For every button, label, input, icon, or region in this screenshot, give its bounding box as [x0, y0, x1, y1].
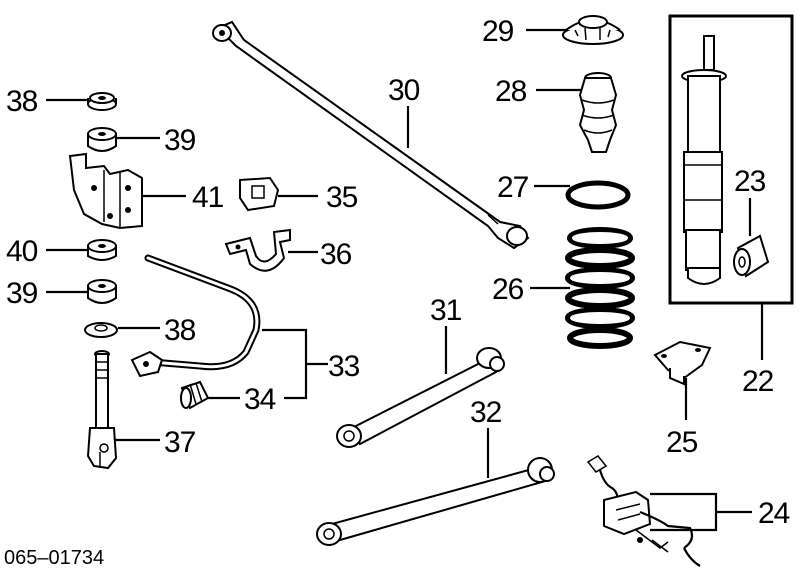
part-22-shock-absorber: [681, 35, 727, 285]
part-39-bushing-top: [87, 127, 117, 152]
callout-38-lower: 38: [164, 314, 196, 347]
part-41-bracket: [68, 152, 143, 230]
part-38-washer-lower: [84, 322, 118, 338]
part-35-bushing: [239, 176, 280, 212]
callout-38-top: 38: [6, 85, 38, 118]
part-36-bracket: [224, 228, 291, 272]
callout-35: 35: [326, 181, 358, 214]
callout-27: 27: [497, 171, 529, 204]
callout-labels: 29 28 27 26 30 23 22 25 24 31 32 33 34 3…: [6, 15, 791, 530]
part-39-bushing-lower: [87, 279, 117, 304]
part-23-bushing: [733, 234, 770, 278]
part-38-nut-top: [87, 92, 117, 111]
part-30-control-rod: [212, 20, 530, 250]
callout-40: 40: [6, 235, 38, 268]
leader-33: [262, 328, 328, 400]
part-25-bracket: [653, 340, 712, 386]
part-27-insulator: [565, 180, 631, 210]
callout-24: 24: [758, 497, 790, 530]
part-34-bushing: [180, 380, 210, 410]
callout-36: 36: [320, 238, 352, 271]
callout-33: 33: [328, 350, 360, 383]
callout-31: 31: [430, 294, 462, 327]
part-40-bushing: [87, 239, 117, 261]
part-33-stabilizer-bar: [130, 254, 261, 378]
callout-28: 28: [495, 75, 527, 108]
part-32-control-arm: [316, 457, 555, 546]
callout-29: 29: [482, 15, 514, 48]
diagram-code: 065–01734: [4, 547, 104, 569]
callout-41: 41: [192, 181, 224, 214]
callout-26: 26: [492, 273, 524, 306]
callout-22: 22: [742, 365, 774, 398]
callout-23: 23: [734, 165, 766, 198]
callout-39-top: 39: [164, 124, 196, 157]
leader-lines: [46, 28, 764, 532]
callout-39-lower: 39: [6, 277, 38, 310]
part-26-coil-spring: [565, 227, 635, 349]
part-28-bump-stop: [578, 72, 618, 153]
callout-30: 30: [388, 74, 420, 107]
callout-37: 37: [164, 426, 196, 459]
callout-25: 25: [666, 426, 698, 459]
callout-32: 32: [470, 396, 502, 429]
callout-34: 34: [244, 383, 276, 416]
part-37-link: [86, 350, 118, 470]
part-31-link: [336, 347, 505, 448]
part-22-group-box: [668, 14, 794, 305]
part-24-height-sensor: [586, 455, 701, 567]
leader-24: [650, 492, 752, 532]
part-29-spring-seat: [562, 15, 624, 45]
